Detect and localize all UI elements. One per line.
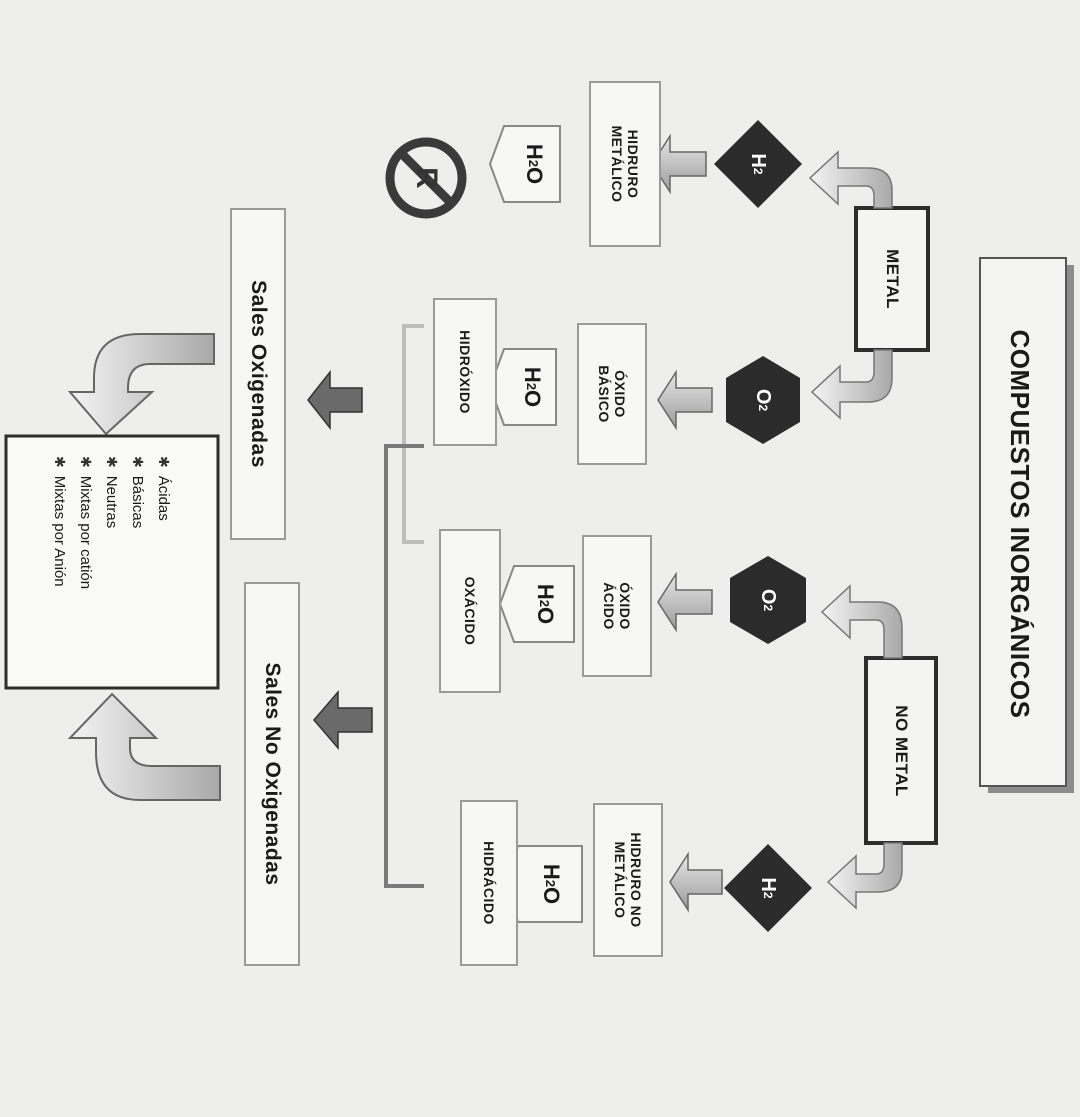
oxido-basico-label: ÓXIDO BÁSICO bbox=[596, 365, 629, 423]
nonmetal-frame bbox=[864, 656, 938, 845]
h2-diamond-nonmetal bbox=[724, 844, 812, 932]
salt-type-item: ✱Mixtas por catión bbox=[77, 456, 95, 590]
no-reaction-icon bbox=[385, 137, 467, 219]
h2-diamond-metal bbox=[714, 120, 802, 208]
curved-arrow-nonmetal-h2 bbox=[826, 842, 903, 910]
salt-types-list: ✱Ácidas ✱Básicas ✱Neutras ✱Mixtas por ca… bbox=[3, 442, 221, 682]
salt-types-frame bbox=[4, 434, 220, 690]
oxido-acido-box: ÓXIDO ÁCIDO bbox=[582, 535, 652, 677]
arrow-h2-to-hidruro-no-metalico bbox=[669, 851, 723, 913]
hidruro-metalico-box: HIDRURO METÁLICO bbox=[589, 81, 661, 247]
o2-hexagon-metal bbox=[726, 356, 800, 444]
curved-arrow-metal-h2 bbox=[808, 150, 893, 209]
oxido-acido-label: ÓXIDO ÁCIDO bbox=[601, 582, 634, 630]
water-tag-2 bbox=[488, 348, 557, 426]
arrow-o2-to-oxido-basico bbox=[657, 369, 713, 431]
hidroxido-label: HIDRÓXIDO bbox=[457, 330, 474, 414]
no-reaction-letter: R bbox=[410, 167, 443, 189]
hidracido-box: HIDRÁCIDO bbox=[460, 800, 518, 966]
title-text-wrap: COMPUESTOS INORGÁNICOS bbox=[997, 260, 1043, 788]
metal-label: METAL bbox=[882, 249, 902, 309]
hidruro-metalico-label: HIDRURO METÁLICO bbox=[609, 125, 642, 203]
hidracido-label: HIDRÁCIDO bbox=[481, 841, 498, 925]
arrow-to-sales-no-oxigenadas bbox=[313, 689, 373, 751]
o2-hexagon-nonmetal bbox=[730, 556, 806, 644]
oxacido-label: OXÁCIDO bbox=[462, 576, 479, 646]
arrow-h2-to-hidruro bbox=[651, 133, 707, 195]
oxacido-box: OXÁCIDO bbox=[439, 529, 501, 693]
nonmetal-label-wrap: NO METAL bbox=[883, 666, 919, 836]
hidroxido-box: HIDRÓXIDO bbox=[433, 298, 497, 446]
sales-no-oxigenadas-label: Sales No Oxigenadas bbox=[261, 662, 284, 886]
bracket-dark bbox=[384, 444, 424, 888]
salt-type-item: ✱Ácidas bbox=[155, 456, 173, 521]
water-tag-3 bbox=[498, 565, 575, 643]
sales-no-oxigenadas-box: Sales No Oxigenadas bbox=[244, 582, 300, 966]
water-tag-1 bbox=[488, 125, 561, 203]
page-title: COMPUESTOS INORGÁNICOS bbox=[1005, 329, 1036, 719]
title-frame bbox=[979, 257, 1074, 793]
arrow-to-sales-oxigenadas bbox=[307, 369, 363, 431]
nonmetal-label: NO METAL bbox=[891, 705, 911, 797]
curved-arrow-no-oxigenadas-to-types bbox=[67, 692, 221, 801]
salt-type-item: ✱Neutras bbox=[103, 456, 121, 529]
curved-arrow-nonmetal-o2 bbox=[820, 584, 903, 659]
sales-oxigenadas-label: Sales Oxigenadas bbox=[247, 280, 270, 468]
salt-type-item: ✱Mixtas por Anión bbox=[51, 456, 69, 587]
hidruro-no-metalico-label: HIDRURO NO METÁLICO bbox=[612, 832, 645, 928]
metal-label-wrap: METAL bbox=[875, 213, 909, 345]
sales-oxigenadas-box: Sales Oxigenadas bbox=[230, 208, 286, 540]
curved-arrow-oxigenadas-to-types bbox=[67, 333, 215, 436]
oxido-basico-box: ÓXIDO BÁSICO bbox=[577, 323, 647, 465]
arrow-o2-to-oxido-acido bbox=[657, 571, 713, 633]
hidruro-no-metalico-box: HIDRURO NO METÁLICO bbox=[593, 803, 663, 957]
curved-arrow-metal-o2 bbox=[810, 349, 893, 420]
salt-type-item: ✱Básicas bbox=[129, 456, 147, 529]
bracket-light bbox=[402, 324, 424, 544]
